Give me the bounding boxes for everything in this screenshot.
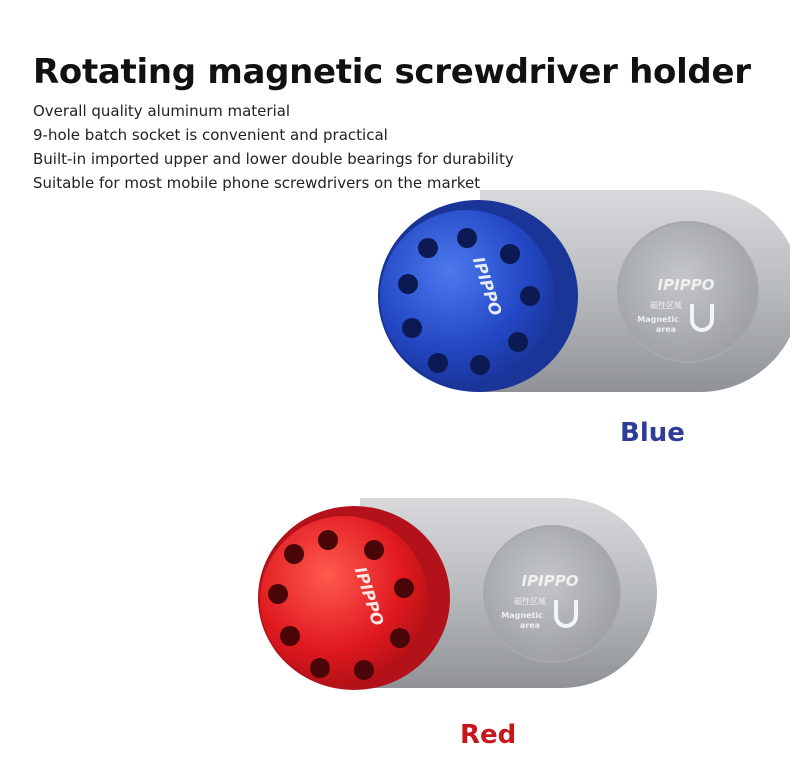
page-title: Rotating magnetic screwdriver holder: [33, 52, 751, 92]
feature-item: Suitable for most mobile phone screwdriv…: [33, 174, 481, 192]
blue-product-image: IPIPPO 磁性区域 Magnetic area IPIPPO: [378, 190, 790, 392]
magnetic-pad: [617, 221, 759, 363]
screwdriver-hole: [268, 530, 414, 680]
pad-cn-label: 磁性区域: [650, 300, 682, 310]
feature-item: 9-hole batch socket is convenient and pr…: [33, 126, 388, 144]
pad-area-label: area: [520, 621, 540, 630]
pad-magnetic-label: Magnetic: [637, 315, 679, 324]
screwdriver-hole: [398, 228, 540, 375]
pad-magnetic-label: Magnetic: [501, 611, 543, 620]
pad-brand: IPIPPO: [658, 276, 715, 294]
feature-list: Overall quality aluminum material 9-hole…: [33, 99, 514, 195]
feature-item: Overall quality aluminum material: [33, 102, 291, 120]
red-product-image: IPIPPO 磁性区域 Magnetic area IPIPPO: [258, 498, 657, 690]
pad-area-label: area: [656, 325, 676, 334]
magnetic-pad: [483, 525, 621, 663]
pad-cn-label: 磁性区域: [514, 596, 546, 606]
blue-caption: Blue: [620, 418, 685, 448]
feature-item: Built-in imported upper and lower double…: [33, 150, 514, 168]
pad-brand: IPIPPO: [522, 572, 579, 590]
magnet-icon: [690, 304, 714, 332]
magnet-icon: [554, 600, 578, 628]
red-caption: Red: [460, 720, 517, 750]
